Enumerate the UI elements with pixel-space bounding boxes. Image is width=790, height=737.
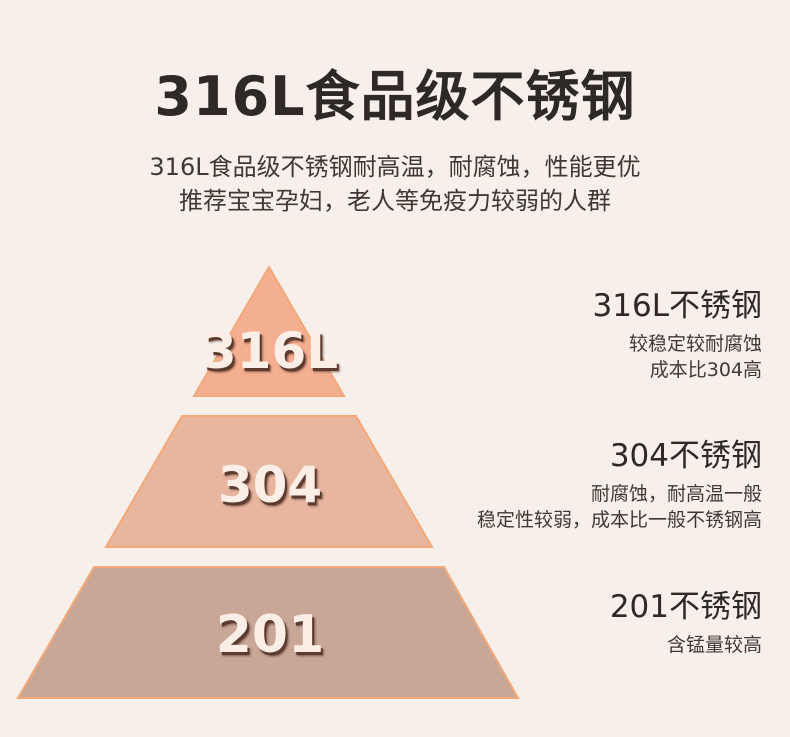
info-316l-title: 316L不锈钢 <box>592 288 762 324</box>
subtitle: 316L食品级不锈钢耐高温，耐腐蚀，性能更优 推荐宝宝孕妇，老人等免疫力较弱的人… <box>0 150 790 218</box>
subtitle-line-1: 316L食品级不锈钢耐高温，耐腐蚀，性能更优 <box>149 153 641 181</box>
info-201: 201不锈钢 含锰量较高 <box>610 581 762 658</box>
info-304-line-1: 耐腐蚀，耐高温一般 <box>590 483 762 505</box>
info-201-title: 201不锈钢 <box>609 589 762 625</box>
info-316l-line-2: 成本比304高 <box>649 359 762 381</box>
subtitle-line-2: 推荐宝宝孕妇，老人等免疫力较弱的人群 <box>179 187 611 215</box>
tier-201-shape <box>16 566 520 699</box>
info-201-line-1: 含锰量较高 <box>666 634 762 656</box>
page-title: 316L食品级不锈钢 <box>154 65 636 128</box>
tier-304-shape <box>104 415 434 548</box>
info-316l-line-1: 较稳定较耐腐蚀 <box>628 333 762 355</box>
info-304-line-2: 稳定性较弱，成本比一般不锈钢高 <box>476 509 762 531</box>
tier-201-label: 201 <box>215 605 325 665</box>
tier-316l-shape <box>192 265 346 397</box>
info-304-title: 304不锈钢 <box>609 438 762 474</box>
info-316l: 316L不锈钢 较稳定较耐腐蚀 成本比304高 <box>593 280 762 383</box>
tier-304-label: 304 <box>217 456 323 514</box>
info-304: 304不锈钢 耐腐蚀，耐高温一般 稳定性较弱，成本比一般不锈钢高 <box>477 430 762 533</box>
tier-316l-label: 316L <box>201 322 339 380</box>
